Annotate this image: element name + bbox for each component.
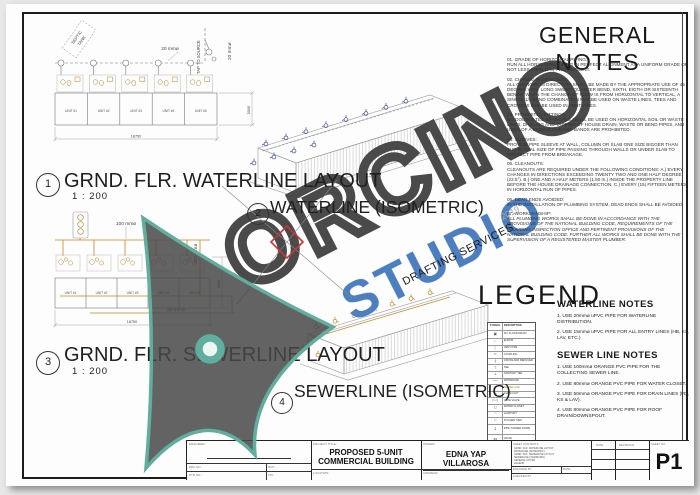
legend-row: ◠LAVATORY [488,410,535,418]
septic-tank-label: SEPTIC TANK [61,19,97,59]
paper-sheet [6,4,694,486]
sheet-contents-list: GRND. FLR. WATERLINE LAYOUT WATERLINE (I… [514,446,555,465]
view-number-1: 1 [36,173,60,197]
svg-text:UNIT #3: UNIT #3 [130,109,142,113]
label-20mm: 20 mmø [161,46,179,52]
view-number-4: 4 [271,392,293,414]
svg-text:TANK: TANK [76,35,86,47]
red-diamond-marker [269,224,305,260]
label-tap-to-source: TAP TO SOURCE [196,40,201,74]
view-number-2: 2 [247,203,269,225]
dim-18750-sewer: 18750 [127,320,138,324]
legend-row: ⊥SANITARY TEE [488,370,535,378]
view-title-sewerline-iso: SEWERLINE (ISOMETRIC) [294,381,511,401]
legend-row: ↧PIPE TURNED DOWN [488,423,535,434]
view-title-waterline-layout: GRND. FLR. WATERLINE LAYOUT [64,170,382,192]
titleblock-revisions-col: REVISIONS [615,441,650,480]
legend-row: ═COUPLING [488,351,535,358]
titleblock-owner-cell: OWNER: EDNA YAP VILLAROSA CONFORME: ADDR… [421,441,512,480]
title-block: ENGINEER: PRC NO. : DUP : PTR NO. : TIN … [186,440,689,480]
waterline-notes-title: WATERLINE NOTES [557,299,654,310]
legend-row: ◎CLEAN OUT [488,390,535,398]
label-100mm: 100 mmø [116,221,136,227]
general-notes-title: GENERAL NOTES [539,22,656,75]
titleblock-date-col: DATE [591,441,616,480]
legend-row: ╌╌WATERLINE [488,377,535,385]
legend-row: □KITCHEN SINK [488,417,535,424]
sewer-notes-title: SEWER LINE NOTES [557,350,658,362]
legend-row: │VENT PIPE [488,344,535,352]
legend-row: ⋈VALVE [488,433,535,444]
svg-text:UNIT #4: UNIT #4 [162,109,174,113]
project-title: PROPOSED 5-UNIT COMMERCIAL BUILDING [318,448,414,466]
legend-title: LEGEND [478,280,602,310]
iso-sewerline [299,287,493,381]
titleblock-project-cell: PROJECT TITLE: PROPOSED 5-UNIT COMMERCIA… [311,441,422,480]
iso-waterline [249,94,473,199]
titleblock-engineer-cell: ENGINEER: PRC NO. : DUP : PTR NO. : TIN … [187,441,312,480]
view-title-waterline-iso: WATERLINE (ISOMETRIC) [270,197,484,217]
dim-5000: 5000 [247,106,251,114]
general-notes: 01. GRADE OF HORIZONTAL PIPING:RUN ALL H… [507,57,688,243]
legend-row: ▷◁GATE VALVE [488,397,535,404]
svg-text:UNIT #5: UNIT #5 [195,109,207,113]
legend-row: ┼CROSS AND REDUCER [488,357,535,365]
svg-text:UNIT #1: UNIT #1 [65,291,77,295]
svg-text:UNIT #2: UNIT #2 [96,291,108,295]
legend-row: ┬TEE [488,364,535,371]
view-scale-3: 1 : 200 [72,366,109,377]
titleblock-sheetno-cell: SHEET NO. P1 [649,441,689,480]
sheet-border-inner-line [682,12,683,479]
plan-waterline-layout: 18750 5000 UNIT #1 UNIT #2 UNIT #3 UNIT … [52,19,255,142]
star-center-ring [195,334,225,364]
svg-text:UNIT #1: UNIT #1 [65,109,77,113]
view-number-3: 3 [36,351,60,375]
pipe-notes: WATERLINE NOTES 1. USE 20mmø uPVC PIPE F… [557,299,692,425]
svg-text:UNIT #2: UNIT #2 [98,109,110,113]
label-20mm-vert: 20 mmø [227,42,233,60]
legend-row: ▣FD: FLOOR DRAIN [488,330,535,338]
star-shape [140,214,337,474]
legend-row: ∟ELBOW [488,338,535,345]
dim-18750: 18750 [131,135,142,139]
legend-row: ◻WATER CLOSET [488,403,535,411]
view-scale-1: 1 : 200 [72,191,109,202]
legend-row: ──SEWER LINE [488,384,535,391]
sheet-number: P1 [655,449,683,474]
svg-text:UNIT #3: UNIT #3 [127,291,139,295]
unit-labels-waterline: UNIT #1 UNIT #2 UNIT #3 UNIT #4 UNIT #5 [65,109,207,113]
owner-name: EDNA YAP VILLAROSA [423,450,509,471]
titleblock-contents-cell: SHEET CONTENTS: GRND. FLR. WATERLINE LAY… [511,441,592,480]
legend-header: SYMBOL DESCRIPTION [488,323,535,330]
